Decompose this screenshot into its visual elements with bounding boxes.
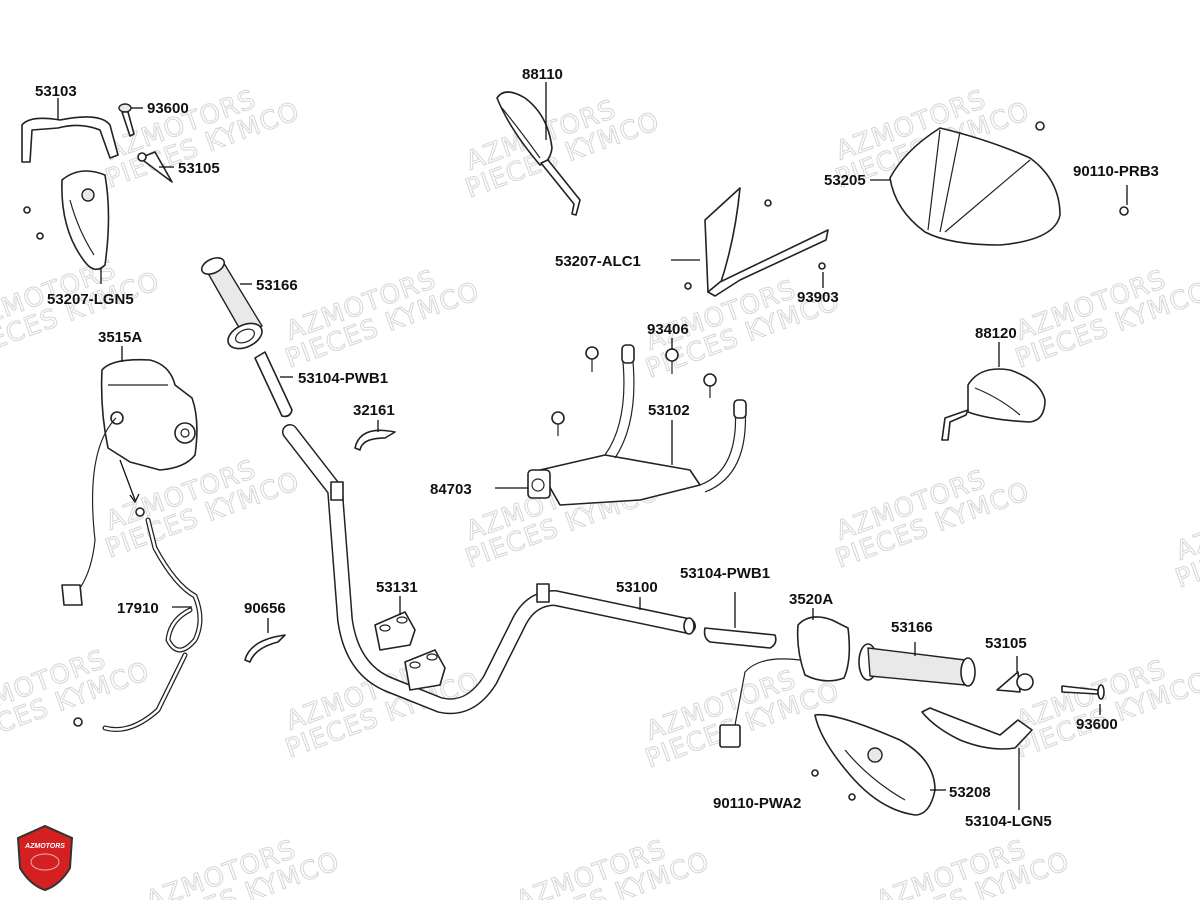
label-53207-lgn5[interactable]: 53207-LGN5 — [47, 291, 134, 308]
label-88120[interactable]: 88120 — [975, 325, 1017, 342]
leader-lines — [57, 82, 1128, 810]
handlebar-end — [683, 617, 695, 635]
label-3515a[interactable]: 3515A — [98, 329, 142, 346]
handlebar-drawing[interactable] — [282, 424, 696, 715]
label-3520a[interactable]: 3520A — [789, 591, 833, 608]
handlebar-cover-front-drawing[interactable] — [684, 187, 829, 297]
svg-text:AZMOTORS: AZMOTORS — [1172, 485, 1200, 567]
label-93903[interactable]: 93903 — [797, 289, 839, 306]
label-93406[interactable]: 93406 — [647, 321, 689, 338]
hand-guard-right-drawing[interactable] — [811, 713, 936, 816]
grip-right-drawing[interactable] — [858, 643, 976, 687]
cable-clamp-drawing[interactable] — [354, 429, 396, 451]
label-93600-right[interactable]: 93600 — [1076, 716, 1118, 733]
logo-emblem-icon — [30, 853, 60, 871]
label-53103[interactable]: 53103 — [35, 83, 77, 100]
label-53100[interactable]: 53100 — [616, 579, 658, 596]
handlebar-stud-right — [536, 583, 550, 603]
label-53104-pwb1-left[interactable]: 53104-PWB1 — [298, 370, 388, 387]
handlebar-holder-upper-drawing[interactable] — [374, 611, 446, 691]
label-90656[interactable]: 90656 — [244, 600, 286, 617]
label-84703[interactable]: 84703 — [430, 481, 472, 498]
mirror-left-drawing[interactable] — [496, 91, 581, 216]
handlebar-cover-upper-drawing[interactable] — [889, 121, 1129, 246]
hand-guard-left-drawing[interactable] — [23, 170, 110, 271]
handlebar-bracket-drawing[interactable] — [539, 344, 747, 506]
label-53166-left[interactable]: 53166 — [256, 277, 298, 294]
grip-left-drawing[interactable] — [199, 255, 266, 354]
label-32161[interactable]: 32161 — [353, 402, 395, 419]
label-53104-lgn5[interactable]: 53104-LGN5 — [965, 813, 1052, 830]
label-53131[interactable]: 53131 — [376, 579, 418, 596]
bolt-left-drawing[interactable] — [118, 103, 135, 137]
hand-guard-bracket-left-drawing[interactable] — [21, 116, 119, 163]
label-90110-prb3[interactable]: 90110-PRB3 — [1073, 163, 1159, 180]
label-53105-left[interactable]: 53105 — [178, 160, 220, 177]
label-53104-pwb1-right[interactable]: 53104-PWB1 — [680, 565, 770, 582]
switch-assembly-left-drawing[interactable] — [61, 358, 198, 606]
azmotors-logo: AZMOTORS — [16, 824, 74, 892]
label-17910[interactable]: 17910 — [117, 600, 159, 617]
label-53205[interactable]: 53205 — [824, 172, 866, 189]
handlebar-stud-left — [330, 481, 344, 501]
grip-pipe-right-drawing[interactable] — [703, 627, 777, 649]
mirror-right-drawing[interactable] — [941, 368, 1046, 441]
label-93600-left[interactable]: 93600 — [147, 100, 189, 117]
part-labels: 53103 93600 53105 53207-LGN5 88110 53207… — [35, 66, 1159, 830]
label-90110-pwa2[interactable]: 90110-PWA2 — [713, 795, 801, 812]
label-53102[interactable]: 53102 — [648, 402, 690, 419]
label-88110[interactable]: 88110 — [522, 66, 563, 83]
hand-guard-bracket-right-drawing[interactable] — [921, 707, 1033, 750]
bar-end-weight-right-drawing[interactable] — [996, 671, 1034, 693]
label-53105-right[interactable]: 53105 — [985, 635, 1027, 652]
label-53207-alc1[interactable]: 53207-ALC1 — [555, 253, 641, 270]
band-drawing[interactable] — [244, 634, 286, 663]
label-53208[interactable]: 53208 — [949, 784, 991, 801]
grip-pipe-left-drawing[interactable] — [254, 351, 293, 418]
label-53166-right[interactable]: 53166 — [891, 619, 933, 636]
logo-text: AZMOTORS — [24, 843, 65, 850]
throttle-cable-drawing[interactable] — [73, 507, 203, 732]
switch-assembly-right-drawing[interactable] — [719, 616, 851, 748]
damper-drawing[interactable] — [527, 469, 551, 499]
bolt-right-drawing[interactable] — [1061, 684, 1105, 700]
